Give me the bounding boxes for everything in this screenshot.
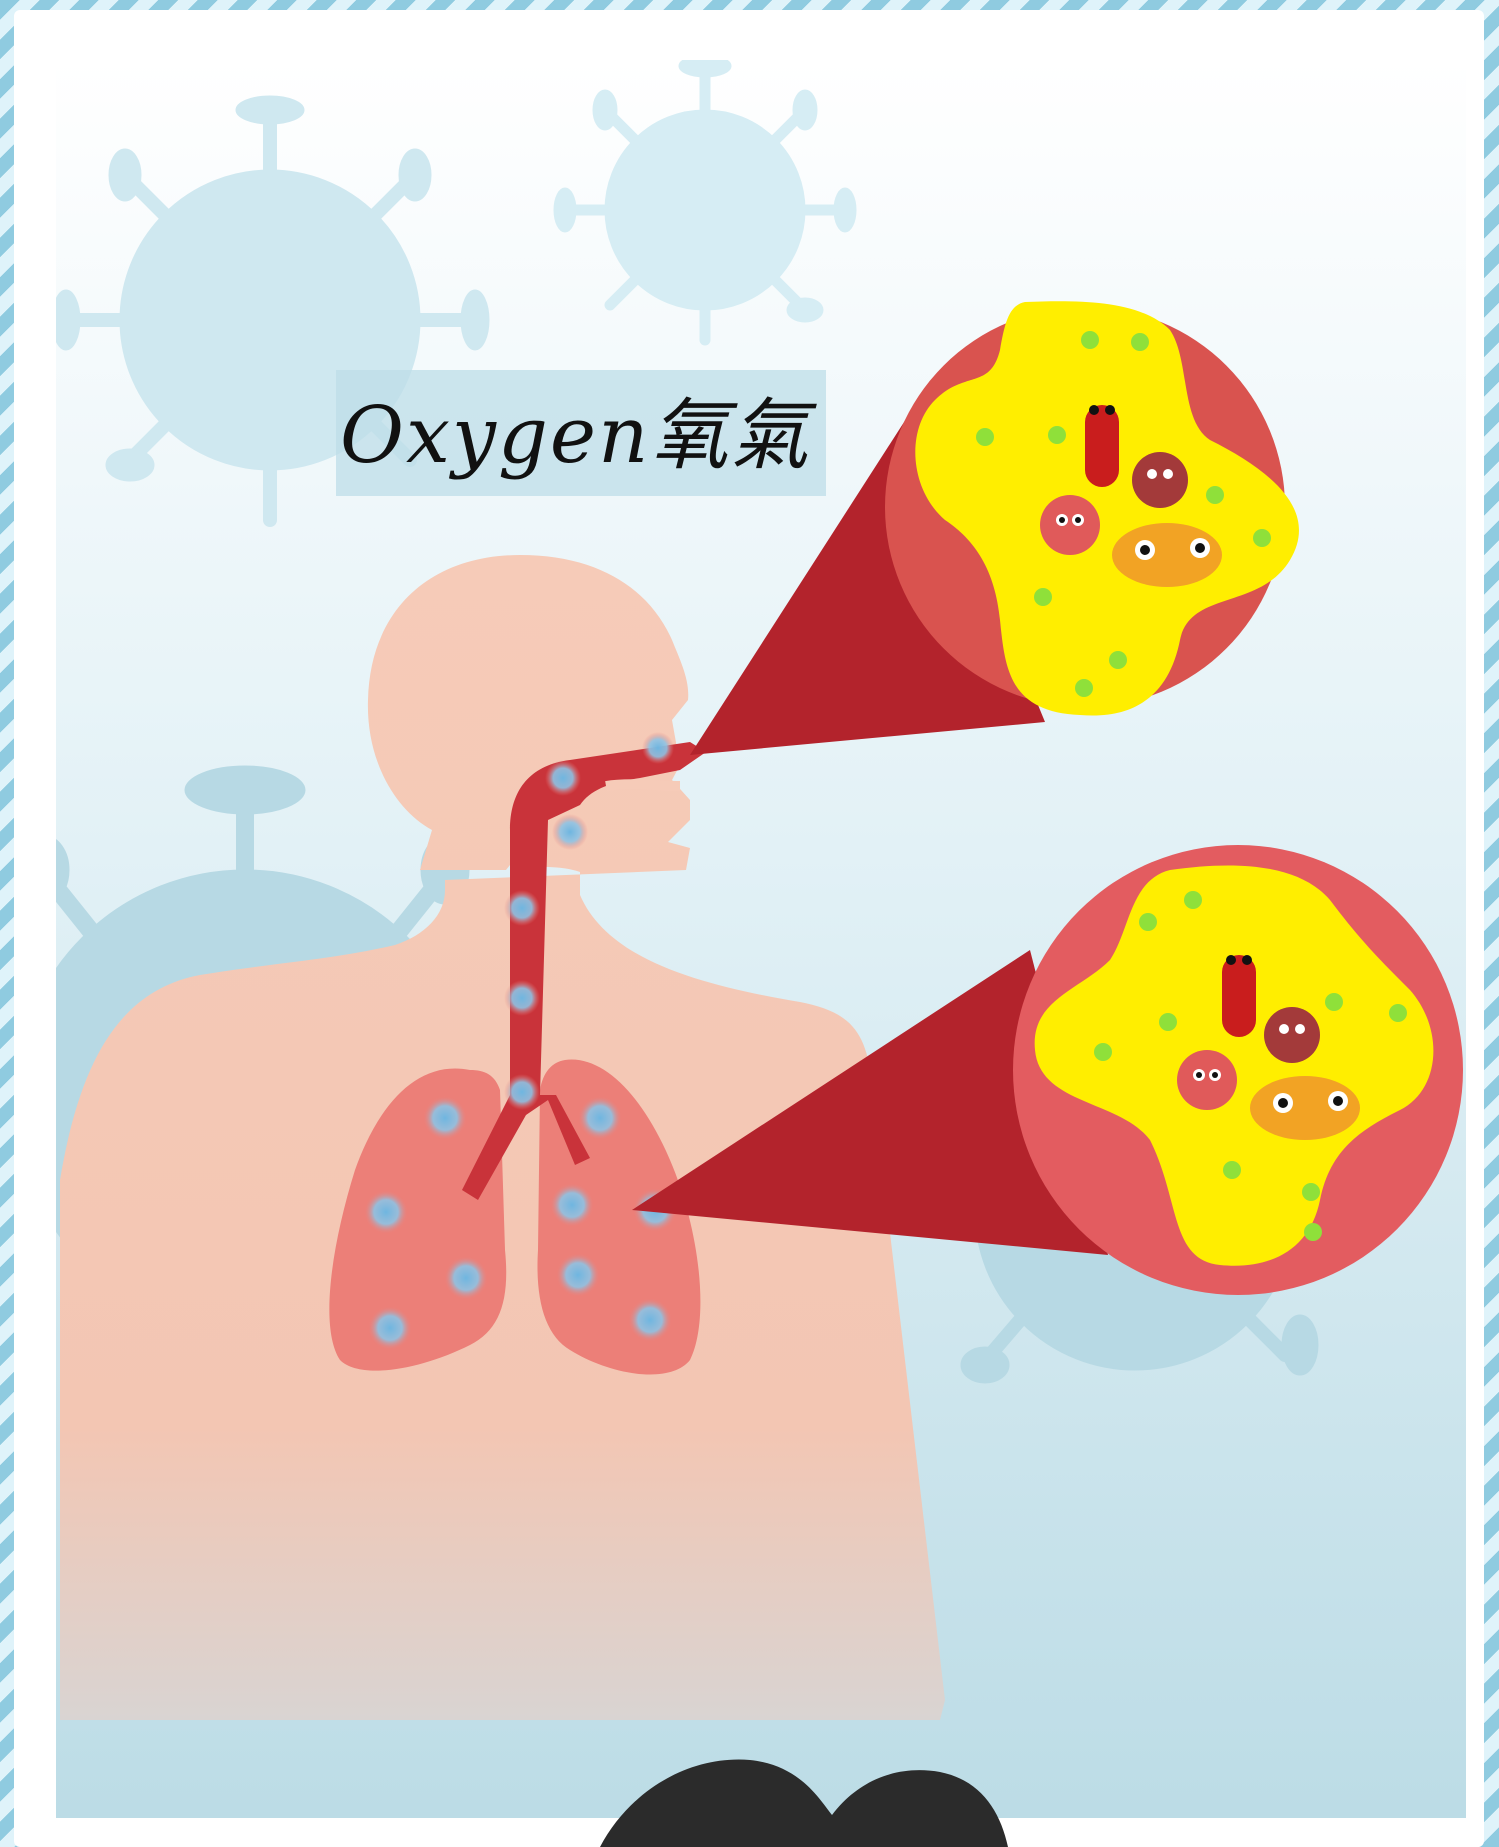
magnifier-circle [1013, 845, 1463, 1295]
oxygen-label: Oxygen氧氣 [340, 376, 810, 496]
